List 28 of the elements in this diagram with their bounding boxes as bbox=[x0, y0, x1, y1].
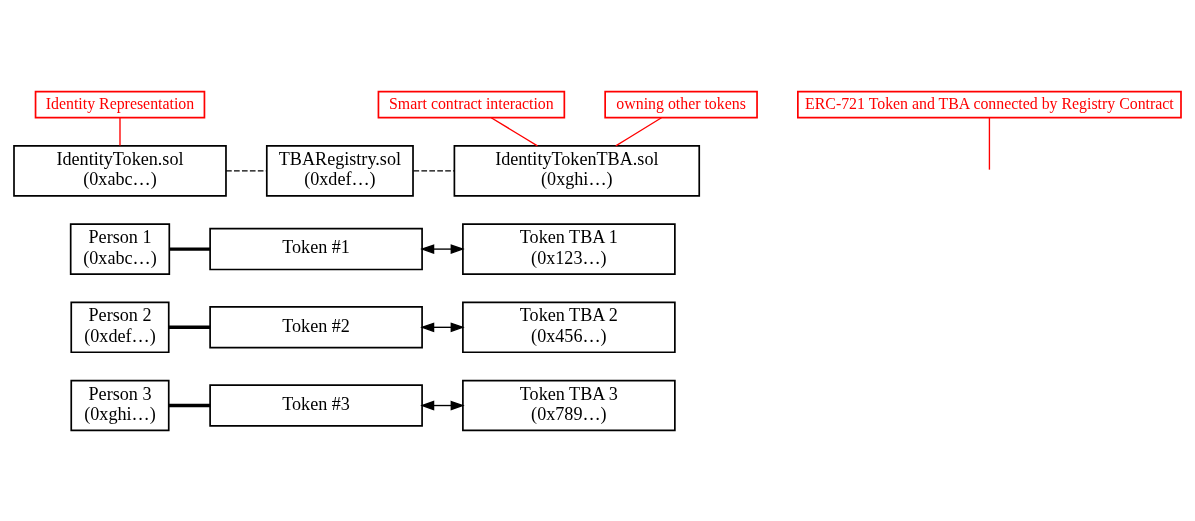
node-box: Token TBA 1 (0x123…) bbox=[462, 222, 676, 275]
node-box: Token #1 bbox=[209, 227, 423, 270]
node-box: Smart contract interaction bbox=[377, 90, 566, 118]
node-box: Token #3 bbox=[209, 383, 423, 427]
arrow bbox=[420, 321, 465, 332]
connector bbox=[412, 169, 455, 172]
node-box: Person 3 (0xghi…) bbox=[70, 379, 170, 431]
connector bbox=[490, 116, 539, 146]
node-box: Token #2 bbox=[209, 305, 423, 349]
connector bbox=[169, 325, 211, 329]
node-box: IdentityTokenTBA.sol (0xghi…) bbox=[453, 144, 701, 197]
connector bbox=[225, 169, 268, 172]
arrow bbox=[420, 243, 465, 254]
node-box: ERC-721 Token and TBA connected by Registry Contract bbox=[797, 90, 1182, 118]
node-box: Person 1 (0xabc…) bbox=[69, 222, 171, 275]
connector bbox=[169, 246, 211, 251]
node-box: owning other tokens bbox=[604, 90, 758, 118]
node-box: Identity Representation bbox=[34, 90, 206, 118]
node-box: Person 2 (0xdef…) bbox=[70, 301, 170, 353]
node-box: Token TBA 2 (0x456…) bbox=[462, 301, 676, 353]
node-box: IdentityToken.sol (0xabc…) bbox=[13, 144, 227, 197]
connector bbox=[988, 116, 991, 170]
connector bbox=[119, 116, 121, 146]
node-box: Token TBA 3 (0x789…) bbox=[462, 379, 676, 431]
connector bbox=[615, 116, 663, 146]
arrow bbox=[420, 400, 465, 410]
connector bbox=[169, 403, 211, 407]
node-box: TBARegistry.sol (0xdef…) bbox=[265, 144, 414, 197]
